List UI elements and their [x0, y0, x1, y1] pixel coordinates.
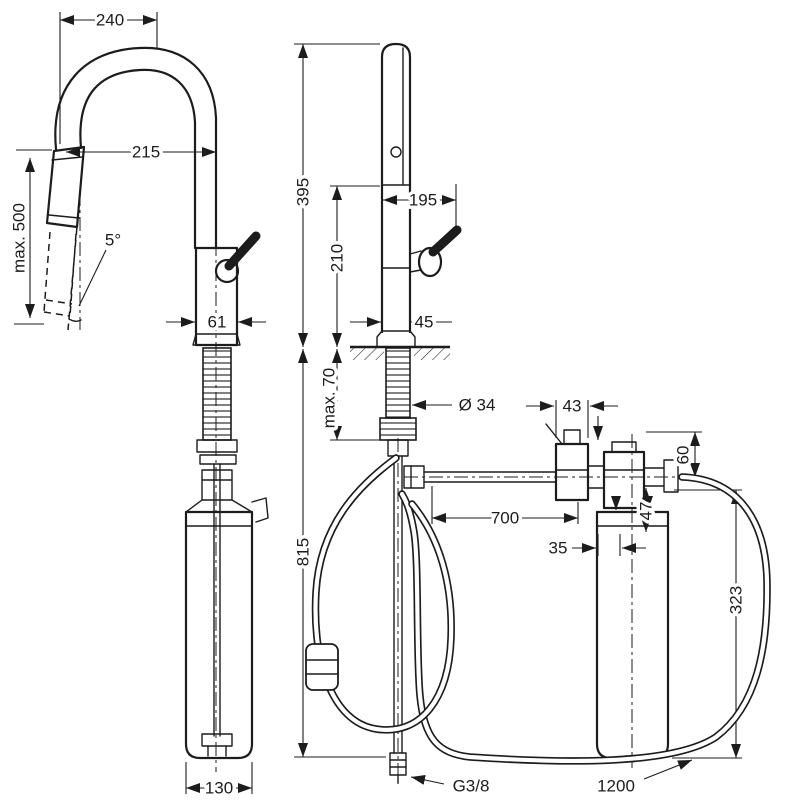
dim-130-label: 130 [205, 779, 233, 798]
hoses [305, 454, 771, 765]
dim-max500-label: max. 500 [10, 203, 29, 273]
dim-max70-label: max. 70 [320, 368, 339, 428]
dim-g38-label: G3/8 [453, 777, 490, 796]
dim-195-label: 195 [409, 191, 437, 210]
dim-45-label: 45 [415, 313, 434, 332]
dimensions: 240 215 max. 500 5° 61 130 395 195 210 4… [6, 7, 749, 800]
threaded-shank-front [385, 347, 411, 419]
dim-47-label: 47 [637, 502, 656, 521]
dim-angle-label: 5° [105, 231, 121, 250]
dim-240-label: 240 [96, 11, 124, 30]
handle-lever-side [224, 231, 261, 271]
filter-head [587, 441, 679, 510]
spray-mode-button [390, 146, 402, 158]
dim-323-label: 323 [727, 586, 746, 614]
dim-60-label: 60 [674, 446, 693, 465]
mounting-hook [251, 497, 269, 523]
faucet-side-view [43, 46, 269, 760]
swivel-angle-reference [67, 191, 107, 331]
handle-pivot-front [417, 246, 443, 278]
threaded-shank-side [202, 347, 232, 441]
dim-395-label: 395 [294, 178, 313, 206]
dim-210-label: 210 [328, 244, 347, 272]
handle-pivot-side [214, 258, 240, 284]
faucet-front-view [350, 42, 462, 784]
filter-cartridge-left [184, 510, 254, 760]
valve-assembly [545, 416, 603, 502]
dim-43-label: 43 [563, 397, 582, 416]
hose-weight [305, 643, 339, 691]
dim-61-label: 61 [208, 313, 227, 332]
dim-700-label: 700 [491, 509, 519, 528]
handle-lever-front [428, 225, 462, 257]
supply-pipe [403, 465, 557, 489]
filtered-water-hose [398, 473, 771, 765]
mounting-nut [379, 417, 417, 441]
dim-35-label: 35 [549, 539, 568, 558]
faucet-base-front [376, 330, 416, 348]
dim-215-label: 215 [132, 143, 160, 162]
dim-815-label: 815 [294, 538, 313, 566]
dim-diameter-34-label: Ø 34 [459, 396, 496, 415]
pullout-hose-extended [43, 231, 77, 317]
dim-1200-label: 1200 [597, 777, 635, 796]
